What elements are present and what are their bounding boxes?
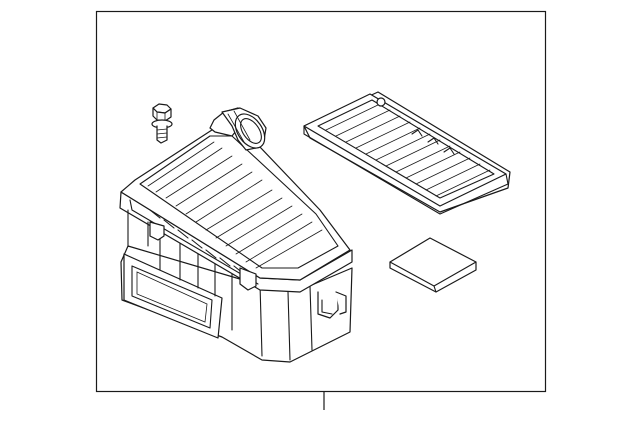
bolt	[151, 103, 173, 144]
foam-pad	[389, 237, 477, 293]
air-filter-element	[303, 91, 511, 215]
air-cleaner-housing	[119, 107, 353, 363]
